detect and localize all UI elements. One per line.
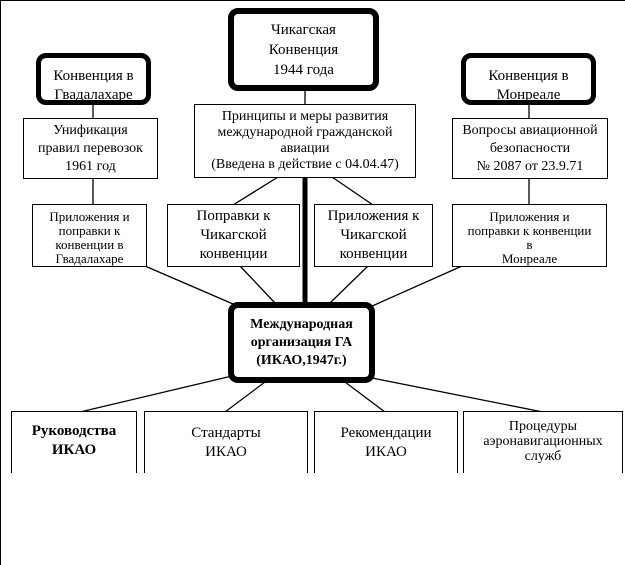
chicago-convention-box: Чикагская Конвенция 1944 года	[228, 8, 379, 91]
amendments-chicago-label: Поправки к Чикагской конвенции	[196, 208, 271, 262]
annex-chicago-box: Приложения к Чикагской конвенции	[314, 204, 433, 267]
connector-icao-manuals	[79, 375, 233, 413]
connector-icao-standards	[224, 381, 266, 413]
aviation-security-label: Вопросы авиационной безопасности № 2087 …	[462, 122, 598, 174]
connector-icao-procedures	[371, 377, 544, 413]
annex-montreal-label: Приложения и поправки к конвенции в Монр…	[467, 208, 592, 266]
manuals-box: Руководства ИКАО	[11, 411, 137, 473]
chicago-convention-label: Чикагская Конвенция 1944 года	[268, 21, 339, 78]
guadalajara-convention-label: Конвенция в Гвадалахаре	[53, 68, 134, 103]
annex-chicago-label: Приложения к Чикагской конвенции	[327, 208, 420, 262]
aviation-security-box: Вопросы авиационной безопасности № 2087 …	[452, 118, 608, 179]
connector-annexmon-icao	[369, 265, 463, 308]
annex-montreal-box: Приложения и поправки к конвенции в Монр…	[452, 204, 607, 267]
icao-box: Международная организация ГА (ИКАО,1947г…	[228, 302, 375, 383]
connector-principles-amendments	[232, 176, 279, 206]
connector-icao-recommendations	[344, 381, 386, 413]
annex-guadalajara-box: Приложения и поправки к конвенции в Гвад…	[32, 204, 147, 267]
connector-principles-annex	[331, 176, 374, 206]
principles-label: Принципы и меры развития международной г…	[211, 109, 399, 172]
connector-amend-icao	[239, 265, 276, 304]
icao-label: Международная организация ГА (ИКАО,1947г…	[250, 316, 353, 368]
procedures-label: Процедуры аэронавигационных служб	[483, 419, 603, 464]
connector-annexchi-icao	[329, 265, 369, 304]
recommendations-box: Рекомендации ИКАО	[314, 411, 458, 473]
principles-box: Принципы и меры развития международной г…	[194, 104, 416, 178]
amendments-chicago-box: Поправки к Чикагской конвенции	[167, 204, 300, 267]
unification-label: Унификация правил перевозок 1961 год	[38, 122, 143, 174]
annex-guadalajara-label: Приложения и поправки к конвенции в Гвад…	[49, 208, 130, 266]
connector-annex-guad-icao	[144, 265, 241, 308]
unification-box: Унификация правил перевозок 1961 год	[23, 118, 158, 179]
guadalajara-convention-box: Конвенция в Гвадалахаре	[36, 53, 151, 105]
manuals-label: Руководства ИКАО	[31, 423, 117, 458]
frame-left-border	[0, 0, 1, 565]
recommendations-label: Рекомендации ИКАО	[340, 425, 432, 460]
frame-top-border	[0, 0, 625, 1]
montreal-convention-box: Конвенция в Монреале	[461, 53, 596, 105]
montreal-convention-label: Конвенция в Монреале	[488, 68, 569, 103]
standards-box: Стандарты ИКАО	[144, 411, 308, 473]
standards-label: Стандарты ИКАО	[191, 425, 261, 460]
procedures-box: Процедуры аэронавигационных служб	[463, 411, 623, 473]
